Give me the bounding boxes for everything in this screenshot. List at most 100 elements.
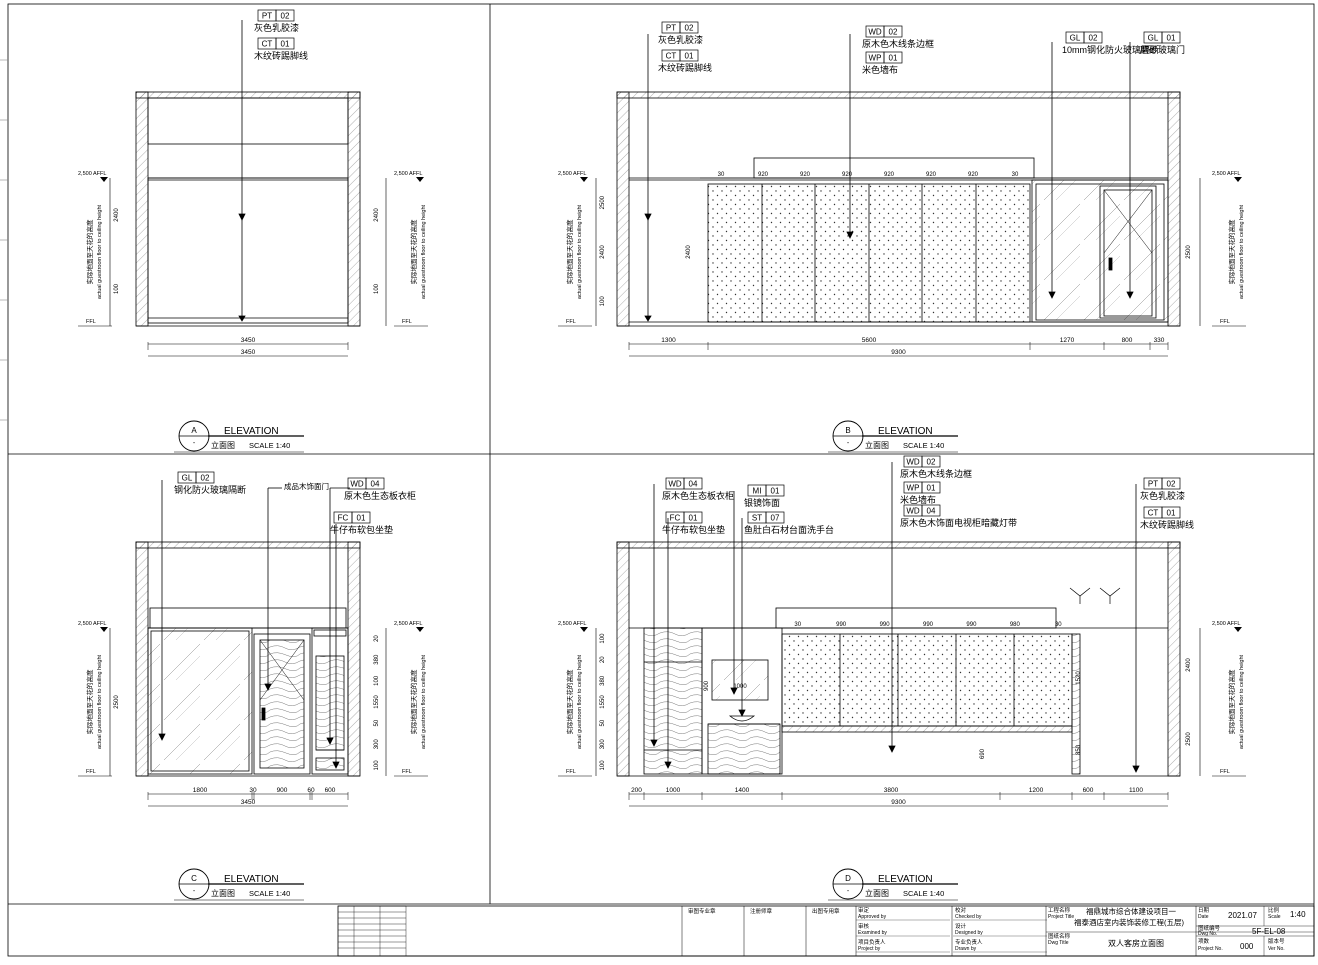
callout-num: 02	[281, 12, 290, 21]
panel-width-dimension: 30	[1012, 172, 1019, 178]
material-callout: 成品木饰面门	[284, 481, 329, 491]
glass-partition	[1031, 179, 1169, 323]
height-dimension: 100	[114, 283, 120, 294]
drawing-label: 图纸名称	[1048, 932, 1071, 940]
view-title-cn: 立面图	[865, 440, 889, 450]
level-triangle	[580, 177, 588, 182]
callout-code: WP	[869, 54, 882, 63]
total-width-dimension: 3450	[241, 349, 256, 356]
width-dimension: 30	[249, 787, 257, 794]
height-dimension: 2400	[114, 208, 120, 222]
level-mark-bottom: FFL	[566, 769, 576, 775]
height-dimension: 100	[374, 675, 380, 686]
project-name-line-1: 福鼎城市综合体建设项目一	[1086, 906, 1176, 916]
ceiling-height-note-cn: 实际地面至天花的高度	[85, 669, 94, 735]
callout-num: 01	[771, 487, 780, 496]
approval-label-cn: 审定	[858, 906, 870, 914]
mirror-vanity	[707, 659, 781, 775]
callout-num-box	[1161, 477, 1181, 490]
level-mark-bottom: FFL	[86, 319, 96, 325]
width-dimension: 800	[1122, 337, 1133, 344]
callout-num: 02	[927, 458, 936, 467]
callout-code: PT	[262, 12, 272, 21]
callout-text: 成品木饰面门	[284, 481, 329, 491]
callout-text: 牛仔布软包坐垫	[662, 524, 725, 535]
dimension-lines	[109, 177, 1201, 807]
level-triangle	[1234, 627, 1242, 632]
callout-num: 01	[689, 514, 698, 523]
callout-num-box	[683, 477, 703, 490]
height-dimension: 2400	[374, 208, 380, 222]
panel-width-dimension: 920	[968, 172, 979, 178]
view-title-cn: 立面图	[211, 888, 235, 898]
width-dimension: 900	[277, 787, 288, 794]
callout-num: 02	[889, 28, 898, 37]
wall-section	[616, 541, 1181, 777]
height-dimension: 100	[600, 633, 606, 644]
callout-code: GL	[1070, 34, 1081, 43]
approval-label-cn: 设计	[955, 922, 967, 930]
title-block: 审图专业章注册师章出图专用章审定Approved by审核Examined by…	[337, 905, 1315, 957]
width-dimension: 3800	[884, 787, 899, 794]
approval-label-en: Project by	[858, 946, 881, 952]
height-dimension: 380	[374, 654, 380, 665]
ceiling-height-note-en: actual guestroom floor to ceiling height	[97, 654, 103, 749]
level-mark-bottom: FFL	[86, 769, 96, 775]
callout-text: 磨砂玻璃门	[1140, 44, 1185, 55]
callout-num: 02	[685, 24, 694, 33]
approval-label-en: Designed by	[955, 930, 983, 936]
callout-text: 木纹砖踢脚线	[1140, 519, 1194, 530]
level-triangle	[1234, 177, 1242, 182]
height-dimension: 1550	[600, 695, 606, 709]
ceiling-height-note-cn: 实际地面至天花的高度	[85, 219, 94, 285]
callout-num: 02	[1167, 480, 1176, 489]
callout-text: 灰色乳胶漆	[1140, 490, 1185, 501]
callout-text: 原木色木线条边框	[862, 38, 934, 49]
callout-code: CT	[262, 40, 273, 49]
height-dimension: 2500	[1186, 245, 1192, 259]
height-dimension: 1550	[374, 695, 380, 709]
callout-text: 牛仔布软包坐垫	[330, 524, 393, 535]
callout-num: 02	[1089, 34, 1098, 43]
callout-text: 10mm钢化防火玻璃隔断	[1062, 44, 1159, 55]
callout-text: 原木色生态板衣柜	[662, 490, 734, 501]
level-triangle	[416, 177, 424, 182]
callout-num: 04	[689, 480, 698, 489]
callout-code: FC	[338, 514, 349, 523]
leaders	[158, 480, 350, 769]
callout-num-box	[679, 49, 699, 62]
callout-code: PT	[1148, 480, 1158, 489]
wallcloth-panels	[707, 183, 1031, 323]
dwg-no-value: 5F-EL-08	[1252, 927, 1286, 936]
level-mark-top: 2,500 AFFL	[1212, 171, 1240, 177]
internal-dimension: 690	[980, 748, 986, 759]
view-sub: -	[193, 440, 196, 447]
width-dimension: 1270	[1060, 337, 1075, 344]
callout-code: ST	[752, 514, 762, 523]
callout-code: PT	[666, 24, 676, 33]
callout-code: GL	[182, 474, 193, 483]
view-sub: -	[847, 888, 850, 895]
date-label-en: Date	[1198, 914, 1209, 920]
level-mark-top: 2,500 AFFL	[558, 621, 586, 627]
callout-text: 鱼肚白石材台面洗手台	[744, 524, 834, 535]
ceiling-height-note-cn: 实际地面至天花的高度	[565, 669, 574, 735]
leaders	[650, 462, 1140, 773]
width-dimension: 60	[307, 787, 315, 794]
height-dimension: 300	[374, 739, 380, 750]
project-no-value: 000	[1240, 942, 1254, 951]
elevation-b	[616, 34, 1181, 327]
panel-width-dimension: 920	[884, 172, 895, 178]
callout-num-box	[351, 511, 371, 524]
width-dimension: 1300	[661, 337, 676, 344]
